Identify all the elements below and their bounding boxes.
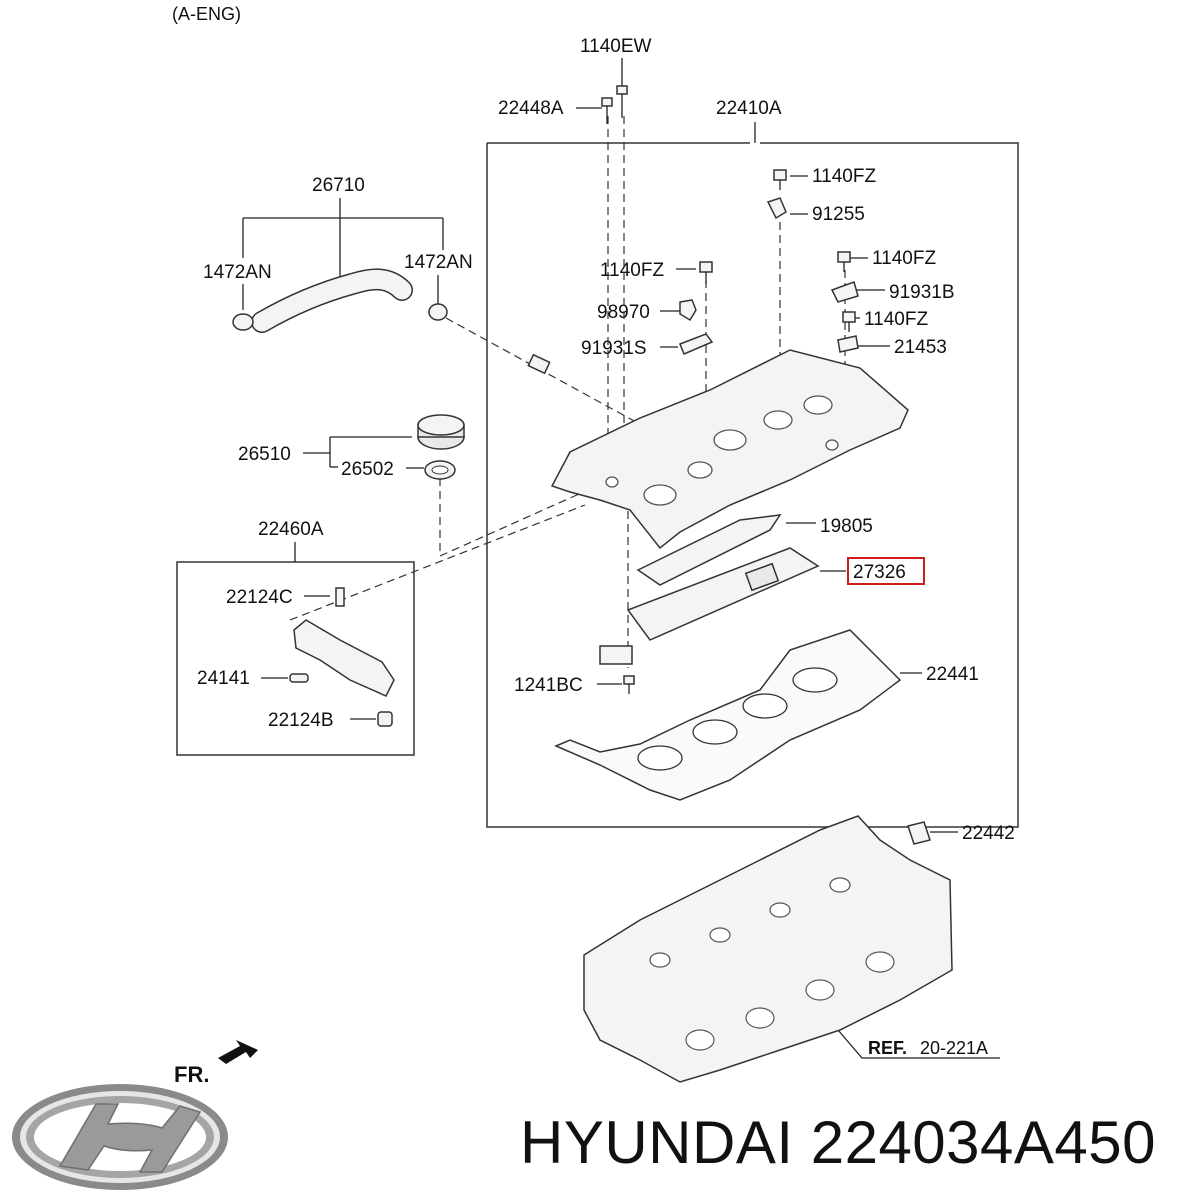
ref-prefix: REF. <box>868 1038 907 1058</box>
bolt-1140FZ-d <box>699 261 713 284</box>
cylinder-head <box>583 815 953 1083</box>
label-22124C: 22124C <box>226 587 293 608</box>
pcv-nipple <box>527 353 551 375</box>
label-22442: 22442 <box>962 823 1015 844</box>
pin-24141 <box>289 673 309 683</box>
label-1140FZ-b: 1140FZ <box>872 248 936 269</box>
ref-number: 20-221A <box>920 1038 988 1058</box>
dowel-22124C <box>335 587 345 607</box>
label-22460A: 22460A <box>258 519 324 540</box>
label-1140FZ-a: 1140FZ <box>812 166 876 187</box>
bracket-91255 <box>766 197 787 220</box>
label-19805: 19805 <box>820 516 873 537</box>
cap-22124B <box>377 711 393 727</box>
label-21453: 21453 <box>894 337 947 358</box>
label-22410A: 22410A <box>716 98 782 119</box>
highlight-box-27326 <box>847 557 925 585</box>
bolt-1140FZ-b <box>837 251 851 272</box>
label-22448A: 22448A <box>498 98 564 119</box>
label-91931S: 91931S <box>581 338 647 359</box>
gasket-tab <box>599 645 633 665</box>
label-22124B: 22124B <box>268 710 334 731</box>
label-91255: 91255 <box>812 204 865 225</box>
bolt-22448A <box>601 97 613 124</box>
bolt-1140EW <box>616 85 628 118</box>
label-24141: 24141 <box>197 668 250 689</box>
plug-22442 <box>907 821 931 845</box>
front-arrow-icon <box>218 1040 258 1064</box>
nut-98970 <box>679 299 697 322</box>
part-number-title: HYUNDAI 224034A450 <box>520 1109 1157 1176</box>
cylinder-head-ports <box>649 877 895 1051</box>
label-26510: 26510 <box>238 444 291 465</box>
front-marker-label: FR. <box>174 1062 209 1087</box>
gasket-22441-holes <box>637 667 838 771</box>
label-26502: 26502 <box>341 459 394 480</box>
cover-bosses <box>605 395 839 506</box>
label-1472AN-right: 1472AN <box>404 252 473 273</box>
label-22441: 22441 <box>926 664 979 685</box>
bolt-1241BC <box>623 675 635 694</box>
bracket-21453 <box>837 335 859 353</box>
hyundai-logo <box>12 1084 228 1190</box>
bolt-1140FZ-a <box>773 169 787 190</box>
bolt-1140FZ-c <box>842 311 856 332</box>
bracket-24141 <box>293 619 395 697</box>
hose-clamp-right <box>428 303 448 321</box>
bracket-91931B <box>830 281 859 303</box>
label-91931B: 91931B <box>889 282 955 303</box>
bracket-91931S <box>679 333 714 355</box>
label-1140EW: 1140EW <box>580 36 652 57</box>
label-1241BC: 1241BC <box>514 675 583 696</box>
label-1140FZ-d: 1140FZ <box>600 260 664 281</box>
gasket-19805 <box>636 514 782 586</box>
label-27326: 27326 <box>853 562 906 583</box>
label-26710: 26710 <box>312 175 365 196</box>
hose-clamp-left <box>232 313 254 331</box>
label-1140FZ-c: 1140FZ <box>864 309 928 330</box>
engine-label: (A-ENG) <box>172 4 241 24</box>
label-1472AN-left: 1472AN <box>203 262 272 283</box>
